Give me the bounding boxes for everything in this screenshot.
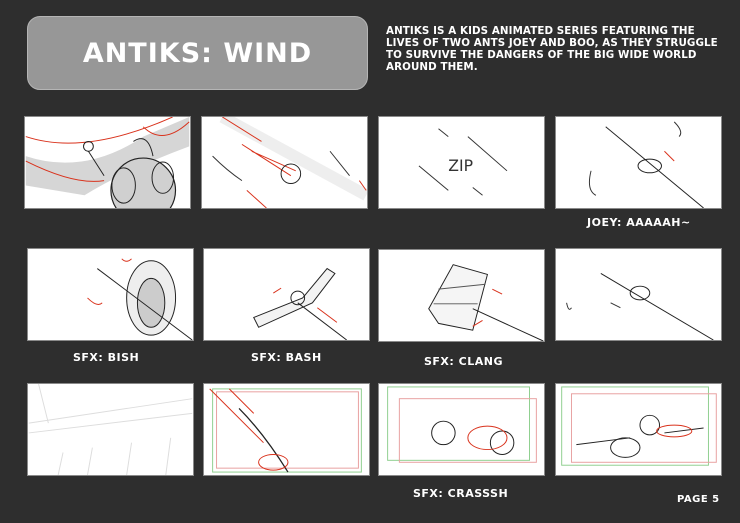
caption-panel-4: JOEY: AAAAAH~ bbox=[587, 216, 691, 229]
panel-3-sketch: ZIP bbox=[418, 128, 508, 196]
caption-panel-6: SFX: BASH bbox=[251, 351, 322, 364]
storyboard-panel-2 bbox=[201, 116, 368, 209]
storyboard-panel-1 bbox=[24, 116, 191, 209]
caption-panel-5: SFX: BISH bbox=[73, 351, 140, 364]
title-box: ANTIKS: WIND bbox=[27, 16, 368, 90]
page-number: PAGE 5 bbox=[677, 494, 720, 505]
panel-11-sketch bbox=[387, 386, 537, 463]
storyboard-panel-4 bbox=[555, 116, 722, 209]
storyboard-panel-11 bbox=[378, 383, 545, 476]
panel-9-sketch bbox=[28, 384, 193, 475]
storyboard-panel-3: ZIP bbox=[378, 116, 545, 209]
storyboard-panel-7 bbox=[378, 249, 545, 342]
storyboard-panel-9 bbox=[27, 383, 194, 476]
storyboard-panel-8 bbox=[555, 248, 722, 341]
panel-7-sketch bbox=[428, 264, 544, 341]
storyboard-panel-12 bbox=[555, 383, 722, 476]
series-description: ANTIKS IS A KIDS ANIMATED SERIES FEATURI… bbox=[386, 25, 718, 73]
storyboard-panel-6 bbox=[203, 248, 370, 341]
panel-10-sketch bbox=[209, 388, 362, 473]
caption-panel-11: SFX: CRASSSH bbox=[413, 487, 509, 500]
panel-2-sketch bbox=[212, 117, 367, 208]
caption-panel-7: SFX: CLANG bbox=[424, 355, 503, 368]
panel-1-sketch bbox=[25, 117, 190, 208]
panel-6-sketch bbox=[253, 267, 347, 340]
storyboard-panel-10 bbox=[203, 383, 370, 476]
panel-4-sketch bbox=[588, 121, 704, 208]
panel-8-sketch bbox=[566, 273, 714, 340]
svg-text:ZIP: ZIP bbox=[448, 156, 473, 175]
storyboard-panel-5 bbox=[27, 248, 194, 341]
panel-5-sketch bbox=[87, 258, 193, 340]
page-title: ANTIKS: WIND bbox=[82, 37, 313, 69]
panel-12-sketch bbox=[561, 386, 717, 466]
